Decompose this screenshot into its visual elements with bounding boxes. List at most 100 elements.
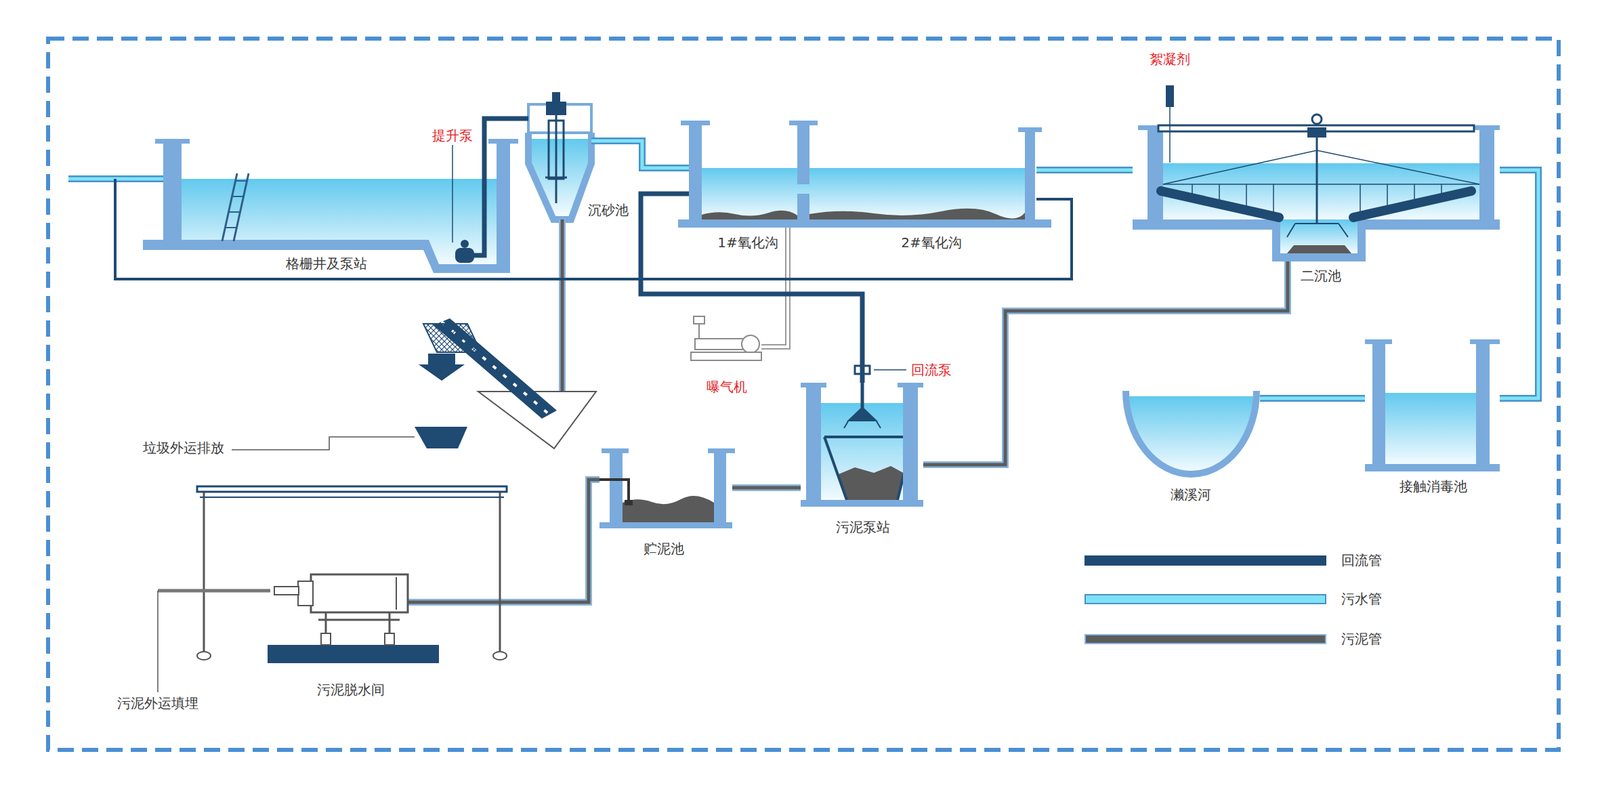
clarifier-drawing-part xyxy=(1163,150,1317,185)
clarifier-drawing-part xyxy=(1132,219,1500,262)
dewatering-house-drawing-part xyxy=(384,633,395,645)
return-pump-symbol-part xyxy=(873,369,907,371)
pipe-connector xyxy=(923,261,1288,465)
oxidation-ditch-drawing-part xyxy=(797,120,810,185)
pipe-line xyxy=(1036,166,1133,174)
clarifier-drawing-part xyxy=(1287,223,1349,238)
screen-well-drawing-part xyxy=(181,178,497,265)
grit-sludge-pipe-part xyxy=(558,219,566,392)
return-pump-symbol-part xyxy=(846,406,878,422)
clarifier-drawing-part xyxy=(1163,183,1480,185)
garbage-discharge-symbol xyxy=(231,426,468,450)
pipe-connector xyxy=(506,479,600,603)
screen-well-drawing-part xyxy=(155,138,190,144)
legend-label: 回流管 xyxy=(1341,552,1382,569)
screen-well-drawing-part xyxy=(163,138,182,250)
grit-sludge-pipe-part xyxy=(560,219,565,392)
clarifier-drawing-part xyxy=(1147,125,1164,227)
sludge-pump-station-drawing-part xyxy=(897,382,924,388)
tank-node: 濑溪河 xyxy=(1122,387,1260,480)
oxidation-ditch-drawing-part xyxy=(701,167,1025,220)
legend-swatch xyxy=(1084,555,1327,566)
oxidation-ditch-drawing-part xyxy=(680,120,710,126)
grit-chamber-drawing xyxy=(528,92,592,220)
screen-well-drawing-part xyxy=(496,138,511,273)
sludge-pump-station-drawing-part xyxy=(902,382,918,507)
garbage-discharge-symbol-part xyxy=(231,436,415,450)
pipe-line xyxy=(1259,394,1365,402)
tank-label: 接触消毒池 xyxy=(1397,478,1470,495)
aerator-symbol-part xyxy=(693,316,705,324)
tank-label: 污泥泵站 xyxy=(833,518,893,536)
dewatering-house-drawing-part xyxy=(199,496,504,498)
pipe-line xyxy=(923,261,1288,465)
grit-classifier-symbol-part xyxy=(418,353,465,381)
pipe-line xyxy=(591,140,689,168)
dewatering-house-drawing-part xyxy=(298,581,313,606)
clarifier-drawing-part xyxy=(1353,191,1472,218)
sludge-pump-station-drawing-part xyxy=(800,382,827,388)
oxidation-ditch-drawing-part xyxy=(678,219,1052,228)
tank-label: 沉砂池 xyxy=(585,201,631,219)
oxidation-ditch-drawing xyxy=(678,120,1052,228)
tank-node: 二沉池 xyxy=(1132,121,1500,262)
disinfection-tank-drawing-part xyxy=(1372,339,1386,472)
tank-label: 二沉池 xyxy=(1298,267,1344,284)
garbage-discharge-symbol-part xyxy=(414,426,468,449)
dewatering-house-drawing-part xyxy=(203,491,206,652)
tank-label: 濑溪河 xyxy=(1168,486,1214,503)
sludge-pump-station-drawing-part xyxy=(806,382,821,507)
disposal-note: 污泥外运填埋 xyxy=(115,695,201,712)
river-drawing-part xyxy=(1125,390,1257,475)
flocculant-doser-symbol-part xyxy=(1165,85,1174,108)
tank-node: 接触消毒池 xyxy=(1364,339,1500,472)
grit-chamber-drawing-part xyxy=(528,132,592,220)
dewatering-house-drawing-part xyxy=(325,612,328,636)
screen-well-drawing xyxy=(68,138,519,273)
sludge-storage-drawing-part xyxy=(609,448,623,529)
pipe-line xyxy=(1259,396,1365,401)
sludge-pump-station-drawing-part xyxy=(824,436,914,500)
screen-well-drawing-part xyxy=(222,173,238,242)
screen-well-drawing-part xyxy=(488,138,519,144)
pipe-line xyxy=(484,118,529,139)
pipe-connector xyxy=(484,118,529,139)
pipe-connector xyxy=(732,487,801,489)
grit-chamber-drawing-part xyxy=(545,176,567,179)
grit-chamber-drawing-part xyxy=(552,92,561,102)
pipe-line xyxy=(506,479,600,603)
clarifier-drawing-part xyxy=(1161,191,1279,218)
boundary-frame xyxy=(48,38,1559,750)
dewatering-house-drawing-part xyxy=(499,491,502,652)
tank-node: 沉砂池 xyxy=(528,104,592,224)
discharge-note: 垃圾外运排放 xyxy=(140,439,227,456)
tank-node: 污泥脱水间 xyxy=(197,486,507,664)
aerator-symbol-part xyxy=(695,338,744,350)
pipe-connector xyxy=(640,193,863,383)
flocculant-doser-symbol-part xyxy=(1169,107,1171,163)
dosing-label: 絮凝剂 xyxy=(1147,50,1193,68)
tank-label: 污泥脱水间 xyxy=(314,681,387,698)
pipe-line xyxy=(732,486,801,490)
screen-well-drawing-part xyxy=(235,180,247,182)
sludge-storage-drawing-part xyxy=(599,479,629,505)
lift-pump-symbol xyxy=(452,138,485,263)
dewatering-house-drawing-part xyxy=(310,574,408,613)
sludge-storage-drawing-part xyxy=(622,495,714,523)
pipe-connector xyxy=(115,178,1072,280)
boundary-frame-part xyxy=(48,38,1559,750)
grit-classifier-symbol-part xyxy=(423,323,481,353)
aerator-symbol-part xyxy=(698,323,700,339)
sludge-pump-station-drawing-part xyxy=(800,499,924,507)
dewatering-house-drawing xyxy=(157,486,507,693)
sludge-pump-station-drawing-part xyxy=(838,466,906,500)
dewatering-house-drawing-part xyxy=(157,589,271,593)
pipe-line xyxy=(591,140,689,168)
tank-node: 格栅井及泵站 xyxy=(115,138,515,271)
disinfection-tank-drawing xyxy=(1364,339,1500,472)
legend-label: 污泥管 xyxy=(1341,630,1382,647)
river-drawing-part xyxy=(1129,396,1254,473)
